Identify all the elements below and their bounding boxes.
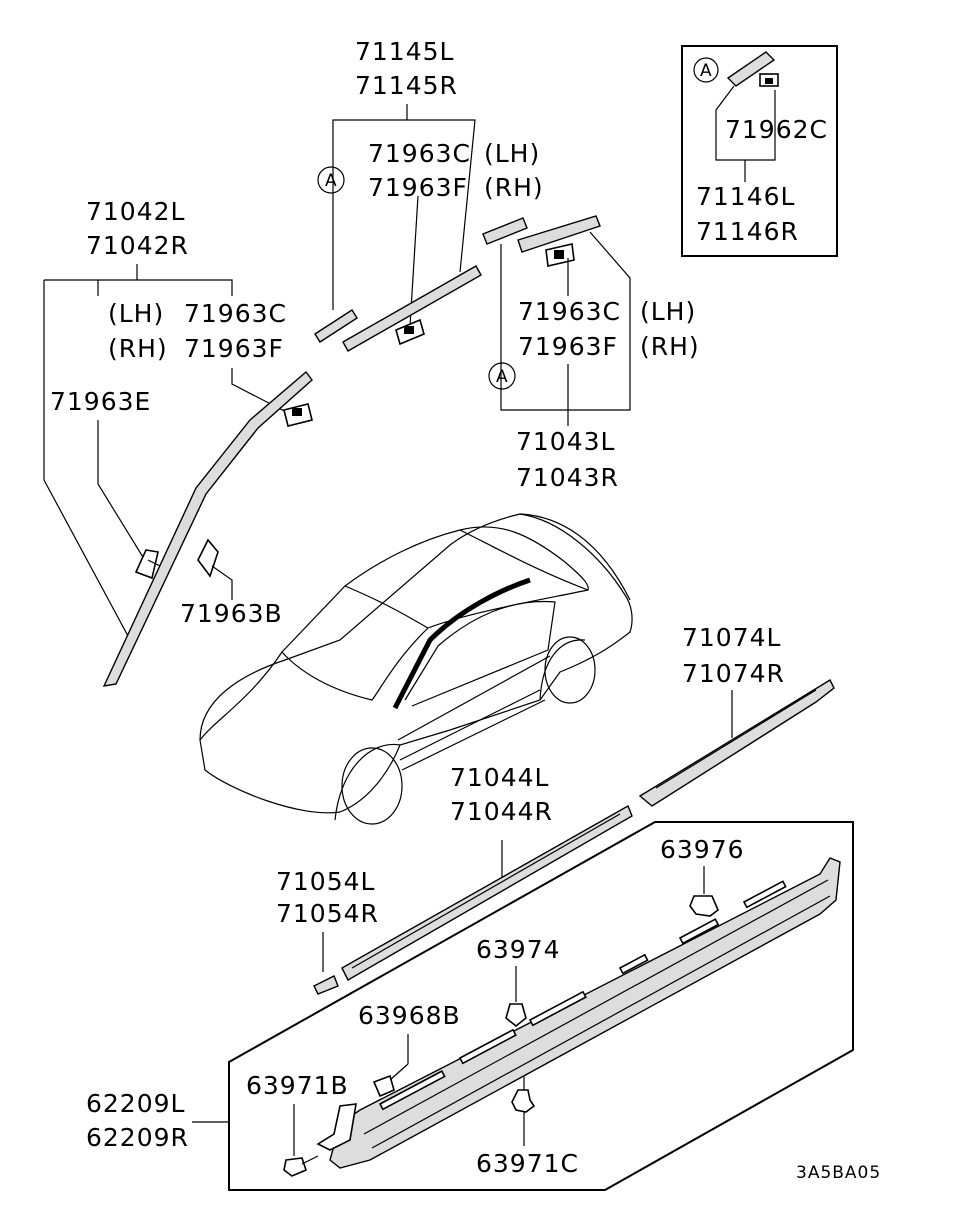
label-rh-mid: (RH) (640, 332, 700, 361)
car-outline (199, 513, 633, 825)
group-71044: 71044L 71044R (341, 763, 633, 981)
car-window-molding (392, 577, 531, 710)
bracket-71145 (332, 119, 476, 310)
ref-letter-a-mid: A (496, 367, 508, 387)
screw-63971c-icon (511, 1089, 536, 1113)
label-71074r: 71074R (682, 659, 785, 688)
screw-63971b-icon (283, 1157, 307, 1177)
fastener-63968b: 63968B (358, 1001, 461, 1098)
label-71963f-left: 71963F (184, 334, 284, 363)
label-71043l: 71043L (516, 427, 615, 456)
label-71145l: 71145L (355, 37, 454, 66)
bracket-71043 (500, 231, 631, 411)
label-63976: 63976 (660, 835, 745, 864)
bracket-71042 (44, 279, 233, 296)
label-71146l: 71146L (696, 182, 795, 211)
label-rh-left: (RH) (108, 334, 168, 363)
label-71962c: 71962C (725, 115, 828, 144)
label-71054r: 71054R (276, 899, 379, 928)
clip-71963-top-icon (395, 318, 425, 346)
group-71145: 71145L 71145R 71963C 71963F (LH) (RH) A (314, 37, 544, 352)
clip-71963b-icon (197, 538, 219, 578)
label-lh-mid: (LH) (640, 297, 696, 326)
label-71963f-mid: 71963F (518, 332, 618, 361)
label-71043r: 71043R (516, 463, 619, 492)
molding-71044 (341, 804, 633, 981)
group-71042: 71042L 71042R (LH) (RH) 71963C 71963F 71… (43, 197, 313, 687)
ref-letter-a-inset: A (700, 61, 712, 81)
label-62209l: 62209L (86, 1089, 185, 1118)
label-71074l: 71074L (682, 623, 781, 652)
clip-63976-icon (689, 895, 719, 917)
molding-71054 (313, 975, 339, 995)
label-lh-left: (LH) (108, 299, 164, 328)
group-71054: 71054L 71054R (276, 867, 379, 995)
label-71042r: 71042R (86, 231, 189, 260)
clip-71963-left-icon (283, 403, 313, 427)
label-71963e: 71963E (50, 387, 151, 416)
clip-63974-icon (505, 1003, 527, 1028)
label-71044r: 71044R (450, 797, 553, 826)
label-71145r: 71145R (355, 71, 458, 100)
group-62209: 62209L 62209R (86, 821, 854, 1191)
label-63974: 63974 (476, 935, 561, 964)
label-71963c-left: 71963C (184, 299, 287, 328)
inset-frame (681, 45, 838, 257)
group-71043: A 71963C 71963F (LH) (RH) 71043L 71043R (482, 215, 700, 492)
molding-71145-long (342, 265, 482, 352)
ref-circle-a-mid (488, 362, 516, 390)
inset-detail-a: A 71962C 71146L 71146R (681, 45, 838, 257)
label-63971c: 63971C (476, 1149, 579, 1178)
label-71044l: 71044L (450, 763, 549, 792)
fastener-63971c: 63971C (476, 1076, 579, 1178)
label-71146r: 71146R (696, 217, 799, 246)
label-63971b: 63971B (246, 1071, 349, 1100)
label-71042l: 71042L (86, 197, 185, 226)
molding-71074 (638, 679, 835, 807)
inset-clip-icon (759, 73, 779, 87)
inset-molding-strip (726, 51, 776, 87)
ref-circle-a-top (317, 166, 345, 194)
molding-71043-long (517, 215, 601, 253)
label-71054l: 71054L (276, 867, 375, 896)
label-71963c-mid: 71963C (518, 297, 621, 326)
clip-71963e-icon (134, 549, 161, 580)
label-lh-top: (LH) (484, 139, 540, 168)
label-62209r: 62209R (86, 1123, 189, 1152)
ref-circle-a-inset (693, 57, 719, 83)
molding-71042 (102, 370, 313, 687)
label-71963c-top: 71963C (368, 139, 471, 168)
clip-71963-mid-icon (545, 243, 575, 267)
drawing-code: 3A5BA05 (796, 1163, 881, 1183)
fastener-63971b: 63971B (246, 1071, 349, 1177)
ref-letter-a-top: A (325, 171, 337, 191)
sill-box-frame (228, 821, 854, 1191)
label-71963b: 71963B (180, 599, 283, 628)
fastener-63976: 63976 (660, 835, 745, 917)
molding-71043-short (482, 217, 528, 245)
label-63968b: 63968B (358, 1001, 461, 1030)
clip-63968b-icon (372, 1074, 395, 1098)
group-71074: 71074L 71074R (638, 623, 835, 807)
label-rh-top: (RH) (484, 173, 544, 202)
molding-71145-short (314, 309, 358, 343)
fastener-63974: 63974 (476, 935, 561, 1028)
inset-leader (715, 85, 776, 161)
